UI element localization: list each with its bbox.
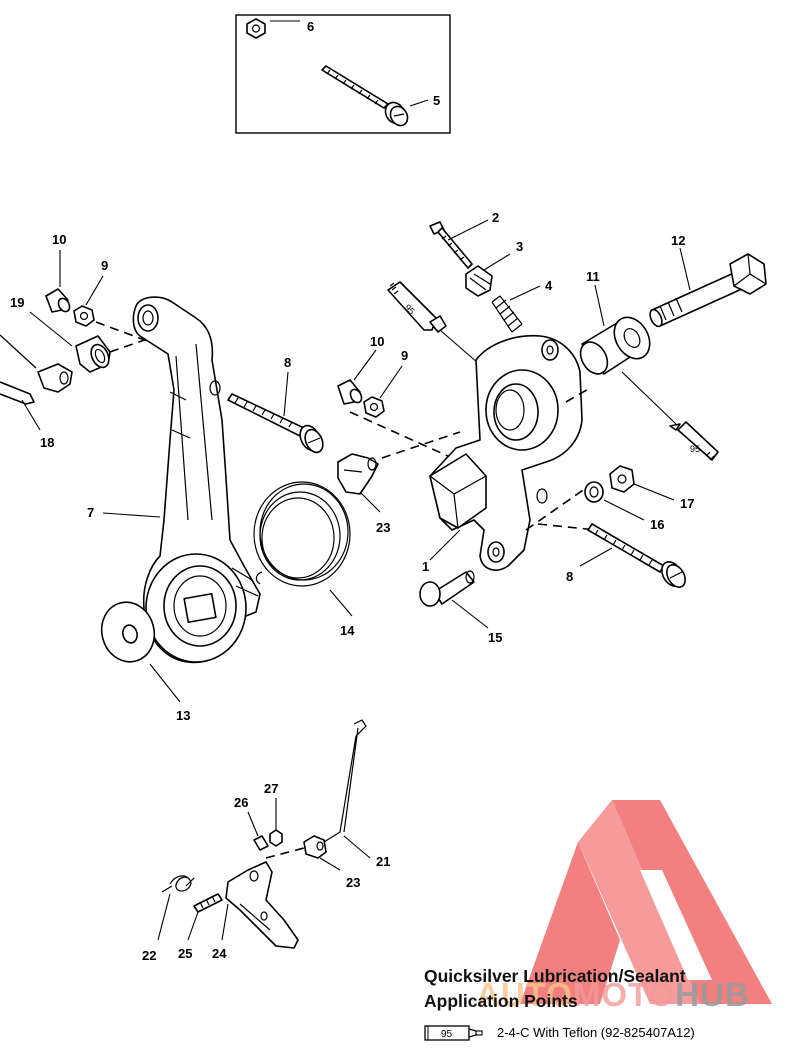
callout-14: 14: [340, 623, 355, 638]
callout-7: 7: [87, 505, 94, 520]
callout-18: 18: [40, 435, 54, 450]
part-22-spring: [161, 875, 195, 893]
part-26-pin: [253, 835, 269, 851]
callout-4: 4: [545, 278, 553, 293]
callout-5: 5: [433, 93, 440, 108]
callout-1: 1: [422, 559, 429, 574]
part-4-spring: [491, 295, 523, 333]
left-throttle-arm-assembly: 10 9 19 18: [0, 232, 355, 723]
part-23-connector-top: [337, 453, 379, 495]
legend-title: Quicksilver Lubrication/Sealant Applicat…: [424, 964, 686, 1014]
watermark-part-moto: MOTO: [572, 976, 676, 1013]
part-1-throttle-cam: [429, 334, 583, 571]
watermark-logo-triangle: [520, 800, 772, 1004]
part-17-nut: [609, 465, 635, 493]
legend-row: 95 2-4-C With Teflon (92-825407A12): [424, 1024, 784, 1044]
callout-22: 22: [142, 948, 156, 963]
callout-19: 19: [10, 295, 24, 310]
legend-title-line1: Quicksilver Lubrication/Sealant: [424, 966, 686, 986]
part-15-pivot-pin: [419, 570, 475, 607]
watermark-part-hub: HUB: [675, 976, 750, 1013]
callout-8-right: 8: [566, 569, 573, 584]
part-18-link-rod: [0, 334, 73, 405]
legend-tube-code: 95: [441, 1029, 453, 1040]
callout-9-center: 9: [401, 348, 408, 363]
part-9-nut-left: [73, 305, 95, 327]
tube-label-right: 95: [690, 444, 700, 454]
callout-11: 11: [586, 269, 600, 284]
part-12-shoulder-bolt: [649, 253, 767, 328]
callout-13: 13: [176, 708, 190, 723]
bottom-linkage-assembly: 21 23 26 27 24: [142, 719, 390, 963]
part-9-nut-center: [363, 396, 385, 418]
callout-21: 21: [376, 854, 390, 869]
part-8-screw-right: [587, 523, 686, 588]
center-fasteners: 10 9 23: [337, 334, 471, 535]
legend-description: 2-4-C With Teflon (92-825407A12): [497, 1025, 695, 1040]
part-24-lever: [225, 861, 299, 949]
right-throttle-cam-assembly: 2 3 4 95: [387, 210, 767, 645]
callout-15: 15: [488, 630, 502, 645]
inset-box: 6 5: [235, 14, 451, 134]
callout-23-top: 23: [376, 520, 390, 535]
part-13-washer: [100, 601, 156, 663]
sealant-tube-icon: 95: [424, 1025, 483, 1041]
callout-25: 25: [178, 946, 192, 961]
watermark-wordmark: AUTOMOTOHUB: [476, 976, 750, 1014]
callout-8-left: 8: [284, 355, 291, 370]
part-2-screw: [429, 221, 473, 269]
part-16-washer: [584, 481, 604, 503]
callout-10-center: 10: [370, 334, 384, 349]
legend-title-line2: Application Points: [424, 991, 578, 1011]
part-19-bushing: [75, 335, 111, 373]
part-6-nut: [246, 18, 266, 39]
part-3-spring-seat: [465, 265, 493, 297]
callout-26: 26: [234, 795, 248, 810]
sealant-tube-95-top: 95: [387, 281, 447, 333]
part-21-link-rod: [323, 719, 367, 843]
sealant-tube-95-right: 95: [621, 371, 719, 461]
callout-17: 17: [680, 496, 694, 511]
callout-23-bottom: 23: [346, 875, 360, 890]
callout-16: 16: [650, 517, 664, 532]
callout-3: 3: [516, 239, 523, 254]
callout-10-left: 10: [52, 232, 66, 247]
part-27-nut: [269, 829, 283, 847]
callout-2: 2: [492, 210, 499, 225]
callout-27: 27: [264, 781, 278, 796]
callout-6: 6: [307, 19, 314, 34]
callout-24: 24: [212, 946, 227, 961]
part-23-connector-bottom: [303, 835, 327, 859]
callout-12: 12: [671, 233, 685, 248]
part-25-screw: [193, 893, 223, 913]
part-8-screw-left: [227, 393, 324, 454]
part-10-cap-center: [337, 379, 363, 405]
part-10-cap-left: [45, 288, 71, 313]
watermark-part-auto: AUTO: [476, 976, 573, 1013]
part-11-flange-bushing: [579, 316, 651, 375]
part-5-bolt: [321, 65, 409, 127]
part-7-throttle-arm: [132, 296, 261, 664]
callout-9-left: 9: [101, 258, 108, 273]
part-14-torsion-spring: [253, 481, 351, 587]
